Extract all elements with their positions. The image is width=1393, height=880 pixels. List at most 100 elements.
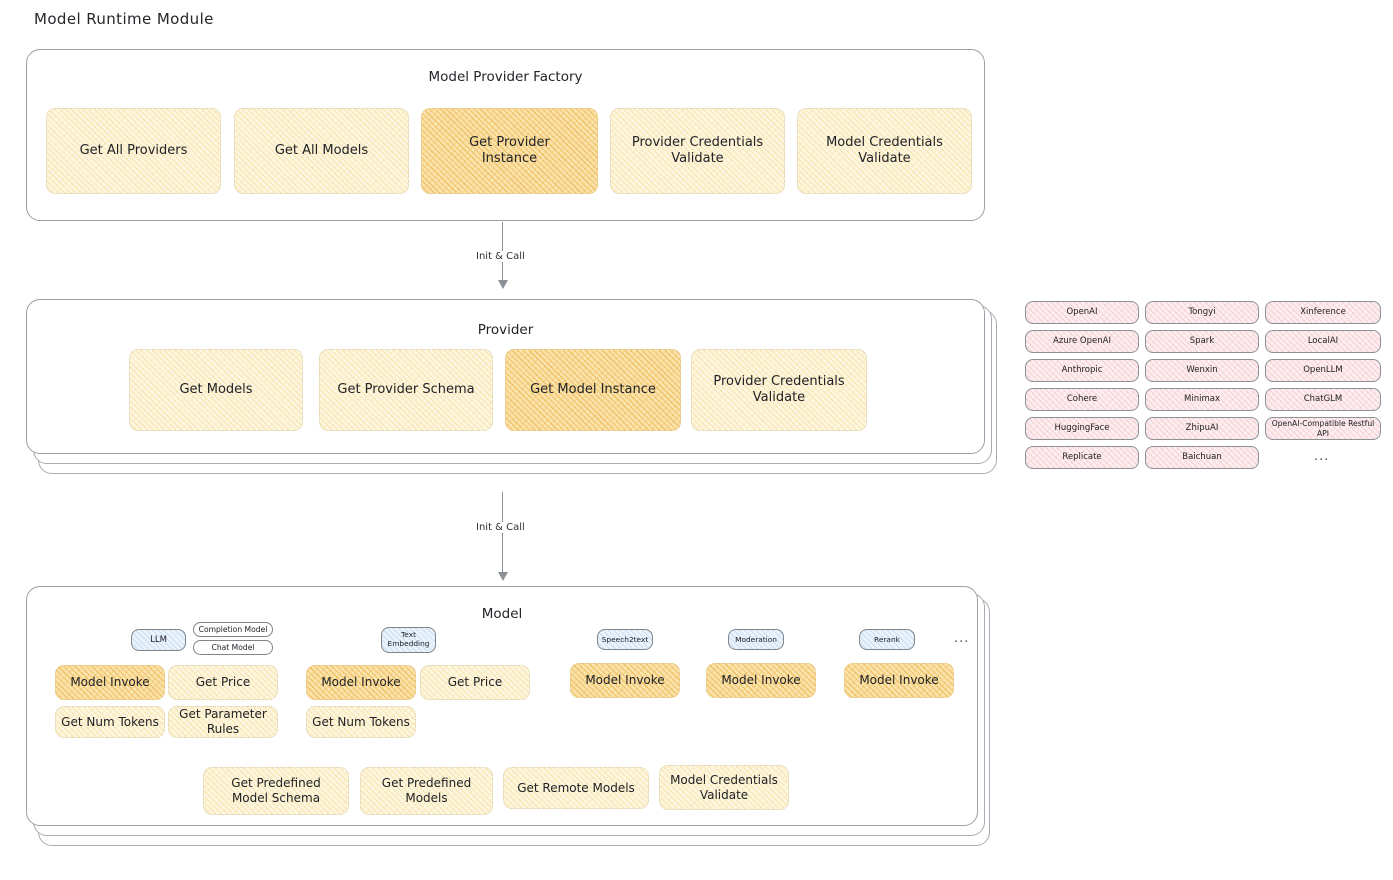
provider-chip-huggingface[interactable]: HuggingFace bbox=[1025, 417, 1139, 440]
provider-item-label: Get Model Instance bbox=[530, 381, 656, 397]
provider-chip-label: Replicate bbox=[1062, 452, 1102, 463]
model-action-label: Model Invoke bbox=[70, 675, 150, 689]
provider-chip-label: Spark bbox=[1189, 336, 1215, 347]
provider-chip-label: LocalAI bbox=[1307, 336, 1339, 347]
provider-chip-tongyi[interactable]: Tongyi bbox=[1145, 301, 1259, 324]
model-action-speech2text-model-invoke[interactable]: Model Invoke bbox=[570, 663, 680, 698]
model-action-label: Get Num Tokens bbox=[61, 714, 159, 729]
model-common-action-label: Get Predefined Model Schema bbox=[231, 776, 321, 805]
model-action-llm-get-price[interactable]: Get Price bbox=[168, 665, 278, 700]
factory-item-get-all-providers[interactable]: Get All Providers bbox=[46, 108, 221, 194]
provider-chip-localai[interactable]: LocalAI bbox=[1265, 330, 1381, 353]
provider-chip-minimax[interactable]: Minimax bbox=[1145, 388, 1259, 411]
factory-item-label: Provider Credentials Validate bbox=[631, 134, 764, 166]
model-action-text-embedding-get-price[interactable]: Get Price bbox=[420, 665, 530, 700]
model-common-action-get-predefined-models[interactable]: Get Predefined Models bbox=[360, 767, 493, 815]
model-action-rerank-model-invoke[interactable]: Model Invoke bbox=[844, 663, 954, 698]
model-subtype-label: Completion Model bbox=[198, 624, 268, 634]
provider-chip-spark[interactable]: Spark bbox=[1145, 330, 1259, 353]
provider-chip-label: Baichuan bbox=[1182, 452, 1222, 463]
model-action-llm-get-num-tokens[interactable]: Get Num Tokens bbox=[55, 706, 165, 738]
provider-item-get-models[interactable]: Get Models bbox=[129, 349, 303, 431]
provider-chip-replicate[interactable]: Replicate bbox=[1025, 446, 1139, 469]
model-types-more: ... bbox=[954, 631, 970, 646]
model-action-label: Get Parameter Rules bbox=[179, 707, 267, 736]
model-action-label: Get Price bbox=[195, 675, 251, 689]
provider-chip-label: Tongyi bbox=[1188, 307, 1216, 318]
model-subtype-label: Chat Model bbox=[211, 642, 255, 652]
factory-item-model-credentials-validate[interactable]: Model Credentials Validate bbox=[797, 108, 972, 194]
provider-chip-baichuan[interactable]: Baichuan bbox=[1145, 446, 1259, 469]
model-action-label: Model Invoke bbox=[721, 673, 801, 687]
page-title: Model Runtime Module bbox=[34, 10, 214, 28]
factory-item-label: Model Credentials Validate bbox=[826, 134, 943, 166]
model-action-text-embedding-model-invoke[interactable]: Model Invoke bbox=[306, 665, 416, 700]
provider-chip-wenxin[interactable]: Wenxin bbox=[1145, 359, 1259, 382]
model-common-action-label: Get Remote Models bbox=[517, 780, 635, 795]
factory-item-label: Get All Providers bbox=[79, 142, 188, 158]
provider-chip-anthropic[interactable]: Anthropic bbox=[1025, 359, 1139, 382]
model-provider-factory-title: Model Provider Factory bbox=[428, 69, 583, 85]
model-type-label: Moderation bbox=[735, 634, 777, 644]
model-action-label: Get Price bbox=[447, 675, 503, 689]
model-common-action-label: Get Predefined Models bbox=[381, 776, 472, 805]
provider-chip-label: ZhipuAI bbox=[1185, 423, 1219, 434]
provider-chip-chatglm[interactable]: ChatGLM bbox=[1265, 388, 1381, 411]
provider-list-more: ... bbox=[1314, 449, 1330, 464]
provider-chip-label: OpenAI-Compatible Restful API bbox=[1271, 419, 1375, 438]
provider-chip-openllm[interactable]: OpenLLM bbox=[1265, 359, 1381, 382]
model-provider-factory-panel: Model Provider Factory Get All Providers… bbox=[26, 49, 985, 221]
model-type-chip-llm[interactable]: LLM bbox=[131, 629, 186, 651]
factory-item-get-all-models[interactable]: Get All Models bbox=[234, 108, 409, 194]
model-type-label: Speech2text bbox=[601, 634, 649, 644]
provider-chip-xinference[interactable]: Xinference bbox=[1265, 301, 1381, 324]
model-action-llm-model-invoke[interactable]: Model Invoke bbox=[55, 665, 165, 700]
model-subtype-chip-completion-model[interactable]: Completion Model bbox=[193, 622, 273, 637]
model-action-label: Get Num Tokens bbox=[312, 714, 410, 729]
provider-chip-label: Cohere bbox=[1066, 394, 1098, 405]
factory-item-provider-credentials-validate[interactable]: Provider Credentials Validate bbox=[610, 108, 785, 194]
provider-chip-label: Anthropic bbox=[1061, 365, 1103, 376]
provider-item-get-model-instance[interactable]: Get Model Instance bbox=[505, 349, 681, 431]
model-action-llm-get-parameter-rules[interactable]: Get Parameter Rules bbox=[168, 706, 278, 738]
model-common-action-label: Model Credentials Validate bbox=[670, 772, 778, 802]
provider-item-label: Get Provider Schema bbox=[337, 381, 475, 397]
provider-chip-openai[interactable]: OpenAI bbox=[1025, 301, 1139, 324]
provider-chip-azure-openai[interactable]: Azure OpenAI bbox=[1025, 330, 1139, 353]
provider-item-label: Get Models bbox=[179, 381, 253, 397]
model-title: Model bbox=[481, 606, 523, 622]
provider-panel: Provider Get Models Get Provider Schema … bbox=[26, 299, 985, 454]
provider-list: OpenAI Azure OpenAI Anthropic Cohere Hug… bbox=[1025, 301, 1381, 476]
model-common-action-get-remote-models[interactable]: Get Remote Models bbox=[503, 767, 649, 809]
provider-chip-label: OpenAI bbox=[1066, 307, 1098, 318]
provider-item-provider-credentials-validate[interactable]: Provider Credentials Validate bbox=[691, 349, 867, 431]
provider-chip-openai-compatible-restful-api[interactable]: OpenAI-Compatible Restful API bbox=[1265, 417, 1381, 440]
arrow-provider-to-model-head bbox=[498, 572, 508, 581]
factory-item-label: Get Provider Instance bbox=[469, 134, 550, 166]
model-type-chip-rerank[interactable]: Rerank bbox=[859, 629, 915, 650]
model-subtype-chip-chat-model[interactable]: Chat Model bbox=[193, 640, 273, 655]
arrow-factory-to-provider-head bbox=[498, 280, 508, 289]
provider-item-label: Provider Credentials Validate bbox=[713, 373, 845, 405]
model-type-label: Text Embedding bbox=[387, 630, 430, 648]
model-type-label: LLM bbox=[150, 634, 167, 645]
model-type-chip-speech2text[interactable]: Speech2text bbox=[597, 629, 653, 650]
model-action-label: Model Invoke bbox=[859, 673, 939, 687]
model-common-action-model-credentials-validate[interactable]: Model Credentials Validate bbox=[659, 765, 789, 810]
provider-chip-label: HuggingFace bbox=[1054, 423, 1110, 434]
provider-chip-label: Wenxin bbox=[1186, 365, 1218, 376]
provider-title: Provider bbox=[477, 322, 534, 338]
model-type-chip-text-embedding[interactable]: Text Embedding bbox=[381, 627, 436, 653]
model-action-label: Model Invoke bbox=[585, 673, 665, 687]
provider-chip-cohere[interactable]: Cohere bbox=[1025, 388, 1139, 411]
provider-chip-zhipuai[interactable]: ZhipuAI bbox=[1145, 417, 1259, 440]
provider-item-get-provider-schema[interactable]: Get Provider Schema bbox=[319, 349, 493, 431]
model-common-action-get-predefined-model-schema[interactable]: Get Predefined Model Schema bbox=[203, 767, 349, 815]
arrow-provider-to-model-line bbox=[502, 492, 504, 574]
model-type-chip-moderation[interactable]: Moderation bbox=[728, 629, 784, 650]
model-action-moderation-model-invoke[interactable]: Model Invoke bbox=[706, 663, 816, 698]
provider-chip-label: Azure OpenAI bbox=[1053, 336, 1111, 347]
provider-chip-label: OpenLLM bbox=[1303, 365, 1343, 376]
factory-item-get-provider-instance[interactable]: Get Provider Instance bbox=[421, 108, 598, 194]
model-action-text-embedding-get-num-tokens[interactable]: Get Num Tokens bbox=[306, 706, 416, 738]
